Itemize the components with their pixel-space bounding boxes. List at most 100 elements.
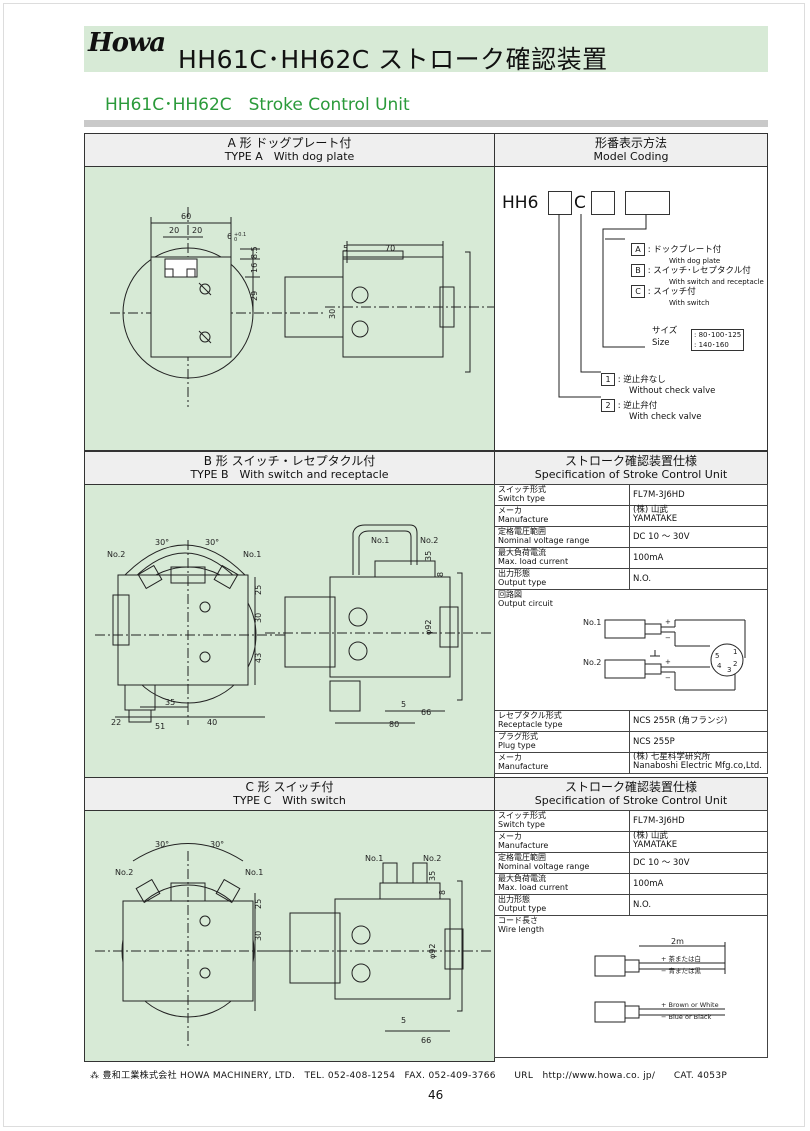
dim-c-10: φ92: [428, 944, 437, 959]
dim-c-12: 66: [421, 1036, 431, 1045]
model-type-box: [625, 191, 670, 215]
dim-c-2: No.2: [115, 868, 133, 877]
type-b-header: B 形 スイッチ・レセプタクル付 TYPE B With switch and …: [84, 451, 495, 485]
svg-text:1: 1: [733, 648, 737, 656]
dim-b-17: 66: [421, 708, 431, 717]
dim-b-0: 30°: [155, 538, 169, 547]
spec-c-switch-type: FL7M-3J6HD: [629, 810, 768, 832]
dim-b-7: 35: [165, 698, 175, 707]
dim-b-12: No.2: [420, 536, 438, 545]
svg-text:− 青または黒: − 青または黒: [661, 966, 702, 975]
svg-text:5: 5: [715, 652, 719, 660]
dim-c-5: 30: [254, 931, 263, 941]
howa-mark-icon: ⁂: [90, 1071, 100, 1081]
dim-b-2: No.2: [107, 550, 125, 559]
dim-a-6: 8.5: [250, 246, 259, 259]
dim-c-7: No.2: [423, 854, 441, 863]
dim-c-1: 30°: [210, 840, 224, 849]
type-c-title-jp: C 形 スイッチ付: [245, 780, 334, 794]
dim-b-14: 8: [436, 572, 445, 577]
type-b-item: B : スイッチ･レセプタクル付 With switch and recepta…: [631, 264, 764, 287]
svg-text:−: −: [665, 634, 671, 642]
spec-b-title-en: Specification of Stroke Control Unit: [534, 468, 728, 481]
type-b-title-jp: B 形 スイッチ・レセプタクル付: [203, 454, 376, 468]
svg-text:3: 3: [727, 666, 731, 674]
dim-b-11: No.1: [371, 536, 389, 545]
type-c-item: C : スイッチ付 With switch: [631, 285, 709, 308]
dim-b-13: 35: [424, 551, 433, 561]
dim-b-8: 22: [111, 718, 121, 727]
svg-text:+ Brown or White: + Brown or White: [661, 1001, 719, 1009]
dim-b-18: 80: [389, 720, 399, 729]
dim-c-8: 35: [428, 871, 437, 881]
type-b-drawing: 30° 30° No.2 No.1 25 30 43 35 22 51 40 N…: [95, 524, 495, 731]
dim-a-3: 6: [227, 232, 232, 241]
spec-c-header: ストローク確認装置仕様 Specification of Stroke Cont…: [494, 777, 768, 811]
type-a-drawing-panel: 60 20 20 6 +0.1 0 8.5 16 29 30 5 70: [84, 166, 496, 451]
dim-a-1: 20: [169, 226, 179, 235]
dim-a-4: +0.1: [234, 232, 246, 238]
dim-a-8: 29: [250, 291, 259, 301]
type-a-header: A 形 ドッグプレート付 TYPE A With dog plate: [84, 133, 495, 167]
svg-text:2: 2: [733, 660, 737, 668]
dim-c-6: No.1: [365, 854, 383, 863]
model-coding-panel: HH6 C A : ドックプレート付 With dog plate B : スイ…: [494, 166, 768, 451]
footer-company: 豊和工業株式会社 HOWA MACHINERY, LTD. TEL. 052-4…: [102, 1071, 728, 1081]
valve-1-item: 1 : 逆止弁なし Without check valve: [601, 373, 715, 397]
type-c-title-en: TYPE C With switch: [233, 794, 346, 807]
dim-a-2: 20: [192, 226, 202, 235]
spec-b-title-jp: ストローク確認装置仕様: [564, 454, 697, 468]
type-c-drawing-panel: 30° 30° No.2 No.1 25 30 No.1 No.2 35 8 φ…: [84, 810, 495, 1062]
svg-text:+ 茶または白: + 茶または白: [661, 954, 701, 963]
model-size-box: [548, 191, 572, 215]
dim-c-0: 30°: [155, 840, 169, 849]
page-number: 46: [428, 1088, 444, 1102]
dim-a-0: 60: [181, 212, 191, 221]
svg-text:2m: 2m: [671, 937, 684, 946]
size-values: : 80･100･125: 140･160: [691, 329, 745, 351]
dim-a-5: 0: [234, 237, 237, 243]
type-a-drawing: 60 20 20 6 +0.1 0 8.5 16 29 30 5 70: [110, 207, 496, 407]
dim-a-10: 5: [343, 244, 348, 253]
spec-c-title-en: Specification of Stroke Control Unit: [534, 794, 728, 807]
dim-b-16: 5: [401, 700, 406, 709]
model-coding-title-en: Model Coding: [593, 150, 669, 163]
page-subtitle: HH61C･HH62C Stroke Control Unit: [105, 95, 410, 115]
model-coding-title-jp: 形番表示方法: [594, 136, 667, 150]
svg-text:+: +: [665, 618, 671, 626]
header-rule: [84, 120, 768, 127]
output-circuit-diagram: No.1 No.2 + − + − 1 2 3 4 5: [583, 618, 746, 691]
model-coding-leaders: [558, 214, 647, 398]
svg-text:No.1: No.1: [583, 618, 601, 627]
dim-c-9: 8: [438, 890, 447, 895]
dim-c-4: 25: [254, 899, 263, 909]
model-prefix: HH6: [502, 193, 539, 213]
model-mid: C: [574, 193, 586, 213]
dim-b-15: φ92: [424, 620, 433, 635]
spec-c-title-jp: ストローク確認装置仕様: [564, 780, 697, 794]
type-a-title-jp: A 形 ドッグプレート付: [227, 136, 352, 150]
type-b-drawing-panel: 30° 30° No.2 No.1 25 30 43 35 22 51 40 N…: [84, 484, 495, 778]
header-band: [84, 26, 768, 72]
page-border: [3, 3, 805, 1127]
dim-b-6: 43: [254, 653, 263, 663]
type-a-title-en: TYPE A With dog plate: [224, 150, 355, 163]
spec-b-switch-type: FL7M-3J6HD: [629, 484, 768, 506]
model-valve-box: [591, 191, 615, 215]
valve-2-item: 2 : 逆止弁付 With check valve: [601, 399, 701, 423]
svg-text:−: −: [665, 674, 671, 682]
type-a-item: A : ドックプレート付 With dog plate: [631, 243, 721, 266]
page-title: HH61C･HH62C ストローク確認装置: [178, 45, 608, 74]
dim-a-7: 16: [250, 263, 259, 273]
wire-length-diagram: 2m + 茶または白 − 青または黒 + Brown or White − Bl…: [594, 937, 726, 1023]
dim-b-5: 30: [254, 613, 263, 623]
dim-b-3: No.1: [243, 550, 261, 559]
dim-a-9: 30: [328, 309, 337, 319]
svg-text:− Blue or Black: − Blue or Black: [661, 1013, 711, 1021]
footer-text: ⁂ 豊和工業株式会社 HOWA MACHINERY, LTD. TEL. 052…: [90, 1068, 727, 1081]
